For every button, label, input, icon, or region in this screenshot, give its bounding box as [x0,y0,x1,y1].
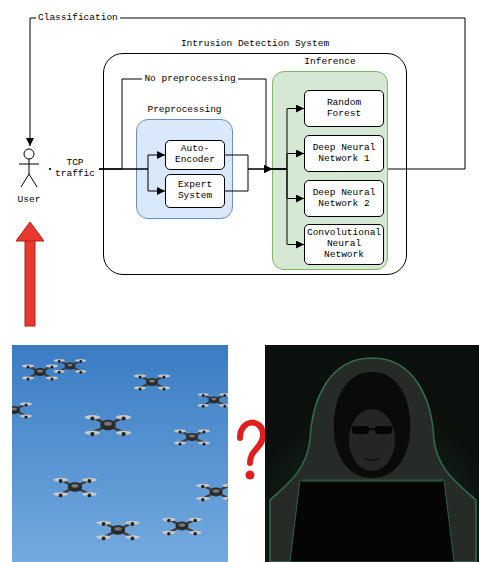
user-actor: User [9,146,49,206]
group-box: PreprocessingAuto-EncoderExpert System [136,119,233,219]
group-title: Inference [243,57,417,68]
connector [30,18,465,169]
system-boundary: Intrusion Detection SystemPreprocessingA… [103,53,407,275]
process-box: Auto-Encoder [165,140,225,170]
user-figure [19,149,39,187]
process-box: Expert System [165,174,225,208]
node-label: User [18,195,41,206]
red-arrow [16,222,44,326]
node-label: Random Forest [307,98,381,120]
node-label: Convolutional Neural Network [307,228,381,261]
connector [225,155,272,169]
hacker-photo [265,345,479,562]
connector [272,169,304,245]
edge-label: No preprocessing [142,74,237,85]
model-box: Random Forest [304,90,384,127]
node-label: Expert System [168,180,222,202]
drone-photo [12,345,228,562]
question-mark [240,423,263,480]
model-box: Convolutional Neural Network [304,224,384,265]
group-title: Intrusion Detection System [74,39,436,50]
connector [272,169,304,199]
connector [49,79,272,169]
node-label: Deep Neural Network 2 [307,188,381,210]
edge-label: TCP traffic [51,158,99,180]
edge-label: Classification [36,13,120,24]
connector [272,109,304,170]
model-box: Deep Neural Network 2 [304,180,384,217]
connector [272,154,304,170]
group-box: InferenceRandom ForestDeep Neural Networ… [272,71,388,270]
node-label: Auto-Encoder [168,144,222,166]
model-box: Deep Neural Network 1 [304,135,384,172]
group-title: Preprocessing [107,105,262,116]
connector [225,169,272,191]
node-label: Deep Neural Network 1 [307,143,381,165]
